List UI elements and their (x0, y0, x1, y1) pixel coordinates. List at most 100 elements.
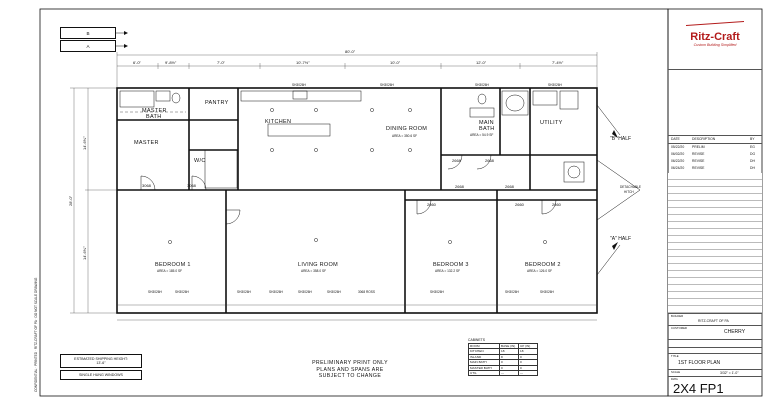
room-main-bath-2: BATH (479, 126, 494, 132)
window-tag-top-3: SH3026H (475, 83, 490, 87)
hitch-label: DETACHABLE (620, 185, 641, 189)
door-swings (140, 154, 557, 225)
tb-divider (668, 325, 762, 326)
window-tag-4: SH3026H (269, 290, 284, 294)
window-tag-top-2: SH3026H (380, 83, 395, 87)
left-dim-top: 14'-6⅜" (82, 136, 87, 150)
door-tag-4: 2668 (485, 158, 495, 163)
rev-date: 06/02/20 (671, 152, 685, 156)
brand-logo: Ritz-Craft Custom Building Simplified (674, 20, 756, 65)
note-bedroom-1: AREA = 185.0 SF (157, 269, 182, 273)
left-dim-bottom: 14'-6⅜" (82, 246, 87, 260)
top-dim-5: 10'-0" (390, 60, 401, 65)
window-tag-3: SH3026H (237, 290, 252, 294)
sheet-title-value: 1ST FLOOR PLAN (678, 360, 721, 366)
window-tag-9: SH3026H (540, 290, 555, 294)
note-bedroom-3: AREA = 132.2 SF (435, 269, 460, 273)
window-tag-7: SH3026H (430, 290, 445, 294)
top-dim-2: 9'-8½" (165, 60, 177, 65)
room-pantry: PANTRY (205, 100, 229, 106)
tb-divider (668, 376, 762, 377)
top-dim-6: 12'-0" (476, 60, 487, 65)
tb-divider (668, 369, 762, 370)
left-dimension-lines (70, 87, 118, 314)
a-half-label: "A" HALF (610, 236, 631, 242)
tb-divider (668, 143, 762, 144)
door-tag-2: 3068 (187, 183, 197, 188)
elevation-key-b: B (60, 27, 116, 39)
scale-value: 3/32" = 1'-0" (720, 371, 739, 375)
room-living: LIVING ROOM (298, 262, 338, 268)
elevation-key-a: A (60, 40, 116, 52)
top-dim-3: 7'-0" (217, 60, 226, 65)
window-tag-8: SH3026H (505, 290, 520, 294)
preliminary-note: PRELIMINARY PRINT ONLY PLANS AND SPANS A… (312, 360, 388, 379)
room-wic: W/C (194, 158, 206, 164)
fixtures (119, 90, 585, 189)
rev-header-by: BY (750, 137, 755, 141)
room-master-bath-2: BATH (146, 114, 161, 120)
overall-length-dim: 80'-0" (345, 49, 356, 54)
note-main-bath: AREA = 54.9 SF (470, 133, 493, 137)
window-tag-6: SH3026H (327, 290, 342, 294)
rev-date: 05/22/20 (671, 145, 685, 149)
rev-by: DG (750, 152, 756, 156)
window-tag-2: SH3026H (175, 290, 190, 294)
b-half-label: "B" HALF (610, 136, 631, 142)
rev-desc: REVISE (692, 159, 705, 163)
rev-desc: REVISE (692, 166, 705, 170)
shipping-height-note: ESTIMATED SHIPPING HEIGHT: 13'-6" (60, 354, 142, 368)
tb-divider (668, 135, 762, 136)
left-dim-overall: 28'-0" (68, 195, 73, 206)
sheet-border (39, 8, 669, 397)
cabinets-title: CABINETS (468, 338, 485, 342)
door-tag-1: 3068 (142, 183, 152, 188)
top-dim-7: 7'-4½" (552, 60, 564, 65)
door-tag-7: 2660 (427, 202, 437, 207)
room-utility: UTILITY (540, 120, 563, 126)
room-main-bath: MAIN (479, 120, 494, 126)
room-dining: DINING ROOM (386, 126, 427, 132)
note-bedroom-2: AREA = 126.0 SF (527, 269, 552, 273)
rev-by: DH (750, 159, 755, 163)
builder-value: RITZ-CRAFT OF PA (698, 319, 729, 323)
cabinets-header-row: ROOM BASE (IN) UP (IN) (468, 342, 538, 350)
cabinet-cell: --- (499, 369, 519, 377)
window-tag-top-1: SH3026H (292, 83, 307, 87)
brand-name: Ritz-Craft (690, 31, 740, 43)
table-row: UTIL------ (468, 369, 538, 377)
tb-divider (668, 69, 762, 70)
window-tag-5: SH3026H (298, 290, 313, 294)
bottom-dimension-lines (117, 304, 597, 321)
light-fixtures (168, 108, 547, 244)
room-bedroom-3: BEDROOM 3 (433, 262, 469, 268)
sheet-title-label: TITLE (671, 354, 679, 358)
hitch-and-halves (596, 104, 641, 276)
room-bedroom-2: BEDROOM 2 (525, 262, 561, 268)
rev-by: DH (750, 166, 755, 170)
customer-value: CHERRY (724, 329, 746, 335)
drawing-label: DWG (671, 377, 678, 381)
tb-divider (668, 339, 762, 340)
cabinet-cell: UTIL (468, 369, 500, 377)
door-tag-5: 2668 (455, 184, 465, 189)
top-dim-4: 10'-7½" (296, 60, 310, 65)
door-tag-8: 2660 (515, 202, 525, 207)
drawing-number: 2X4 FP1 (673, 381, 724, 396)
rev-date: 06/24/20 (671, 166, 685, 170)
door-tag-3: 2668 (452, 158, 462, 163)
title-block: Ritz-Craft Custom Building Simplified DA… (668, 9, 762, 396)
note-dining: AREA = 350.6 SF (392, 134, 417, 138)
room-kitchen: KITCHEN (265, 119, 291, 125)
room-master-bath: MASTER (142, 108, 167, 114)
tb-divider (668, 313, 762, 314)
door-tag-10: 3068 ROSS (358, 290, 375, 294)
elevation-key-arrows (116, 31, 128, 48)
cabinets-header: UP (IN) (518, 342, 538, 350)
interior-walls (117, 88, 597, 313)
scale-label: SCALE (671, 370, 681, 374)
rev-grid (668, 173, 762, 313)
rev-by: EG (750, 145, 755, 149)
